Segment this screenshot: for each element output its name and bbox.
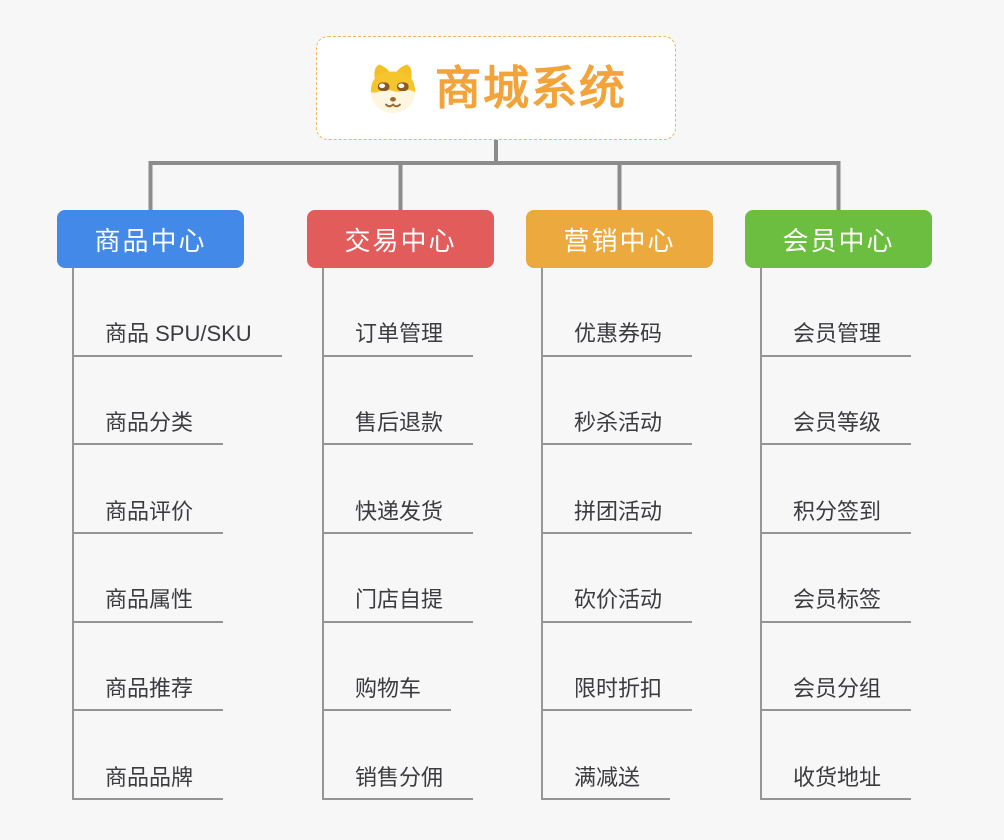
branch-header-product-center[interactable]: 商品中心 [57,210,244,268]
leaf-node[interactable]: 会员分组 [760,623,932,712]
leaf-label: 销售分佣 [322,765,474,801]
leaf-label: 商品分类 [72,410,224,446]
root-node[interactable]: 商城系统 [316,36,676,140]
leaf-label: 拼团活动 [541,499,693,535]
leaf-node[interactable]: 砍价活动 [541,534,713,623]
branch-header-trade-center[interactable]: 交易中心 [307,210,494,268]
leaf-node[interactable]: 积分签到 [760,445,932,535]
leaf-node[interactable]: 优惠券码 [541,268,713,357]
leaf-label: 订单管理 [322,321,474,357]
leaf-label: 商品属性 [72,587,224,623]
leaf-label: 门店自提 [322,587,474,623]
leaf-label: 购物车 [322,676,452,712]
leaf-label: 会员分组 [760,676,912,712]
branch-header-member-center[interactable]: 会员中心 [745,210,932,268]
leaf-node[interactable]: 商品分类 [72,357,244,446]
leaf-node[interactable]: 收货地址 [760,711,932,801]
leaf-label: 满减送 [541,765,671,801]
leaf-node[interactable]: 销售分佣 [322,711,494,801]
connector-group [148,140,841,210]
leaf-node[interactable]: 满减送 [541,711,713,801]
branch-children: 优惠券码 秒杀活动 拼团活动 砍价活动 限时折扣 满减送 [541,268,713,801]
leaf-label: 秒杀活动 [541,410,693,446]
branch-product-center: 商品中心 商品 SPU/SKU 商品分类 商品评价 商品属性 商品推荐 商品品牌 [57,210,282,801]
leaf-label: 商品品牌 [72,765,224,801]
leaf-label: 会员管理 [760,321,912,357]
leaf-node[interactable]: 订单管理 [322,268,494,357]
leaf-node[interactable]: 商品推荐 [72,623,244,712]
leaf-node[interactable]: 会员等级 [760,357,932,446]
leaf-label: 会员等级 [760,410,912,446]
leaf-label: 收货地址 [760,765,912,801]
leaf-label: 商品 SPU/SKU [72,321,282,357]
branch-children: 订单管理 售后退款 快递发货 门店自提 购物车 销售分佣 [322,268,494,801]
leaf-label: 优惠券码 [541,321,693,357]
branch-children: 会员管理 会员等级 积分签到 会员标签 会员分组 收货地址 [760,268,932,801]
leaf-label: 商品推荐 [72,676,224,712]
leaf-node[interactable]: 门店自提 [322,534,494,623]
branch-children: 商品 SPU/SKU 商品分类 商品评价 商品属性 商品推荐 商品品牌 [72,268,282,801]
leaf-label: 限时折扣 [541,676,693,712]
leaf-node[interactable]: 商品 SPU/SKU [72,268,282,357]
leaf-label: 商品评价 [72,499,224,535]
leaf-label: 会员标签 [760,587,912,623]
root-node-title: 商城系统 [435,62,627,114]
leaf-node[interactable]: 会员标签 [760,534,932,623]
leaf-node[interactable]: 秒杀活动 [541,357,713,446]
leaf-node[interactable]: 购物车 [322,623,494,712]
branch-marketing-center: 营销中心 优惠券码 秒杀活动 拼团活动 砍价活动 限时折扣 满减送 [526,210,713,801]
leaf-node[interactable]: 快递发货 [322,445,494,535]
branch-header-marketing-center[interactable]: 营销中心 [526,210,713,268]
branch-trade-center: 交易中心 订单管理 售后退款 快递发货 门店自提 购物车 销售分佣 [307,210,494,801]
leaf-node[interactable]: 商品品牌 [72,711,244,801]
leaf-node[interactable]: 售后退款 [322,357,494,446]
leaf-label: 售后退款 [322,410,474,446]
doge-logo-icon [370,64,416,114]
leaf-node[interactable]: 商品属性 [72,534,244,623]
leaf-label: 积分签到 [760,499,912,535]
leaf-node[interactable]: 拼团活动 [541,445,713,535]
leaf-node[interactable]: 商品评价 [72,445,244,535]
leaf-label: 砍价活动 [541,587,693,623]
leaf-node[interactable]: 会员管理 [760,268,932,357]
leaf-node[interactable]: 限时折扣 [541,623,713,712]
leaf-label: 快递发货 [322,499,474,535]
branch-member-center: 会员中心 会员管理 会员等级 积分签到 会员标签 会员分组 收货地址 [745,210,932,801]
